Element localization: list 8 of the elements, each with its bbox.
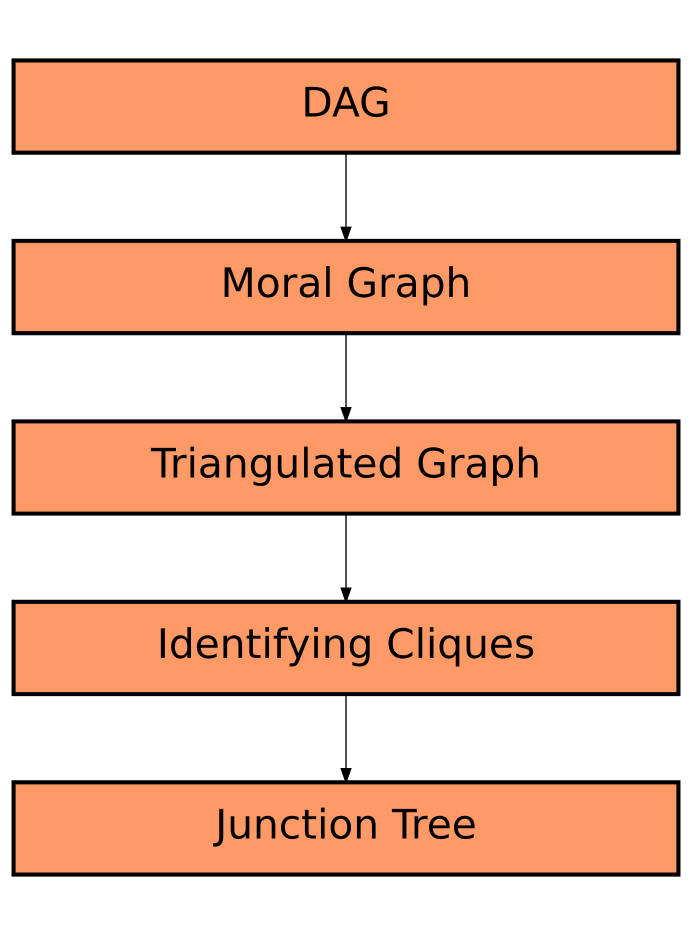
arrow bbox=[340, 152, 352, 242]
node-box: Moral Graph bbox=[12, 238, 680, 335]
node-box: DAG bbox=[12, 58, 680, 154]
arrow bbox=[340, 332, 352, 423]
node-box: Identifying Cliques bbox=[12, 599, 680, 696]
node-box: Triangulated Graph bbox=[12, 418, 680, 516]
node-box: Junction Tree bbox=[12, 780, 680, 876]
arrow bbox=[340, 513, 352, 604]
